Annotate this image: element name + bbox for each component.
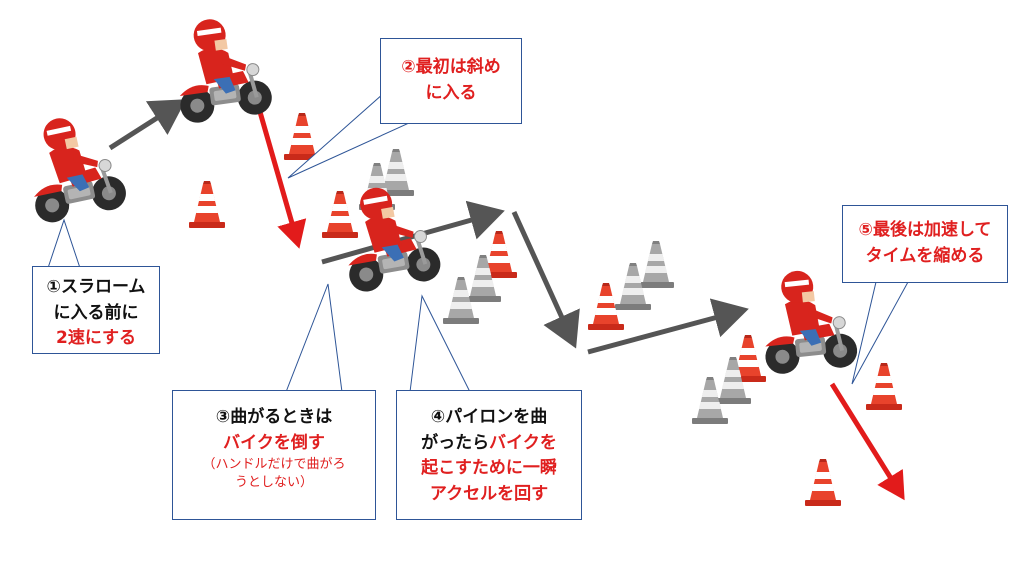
step3-note-line2: うとしない）: [234, 474, 313, 490]
path-arrows-red: [253, 97, 905, 501]
callout-step4: ④パイロンを曲 がったらバイクを 起こすために一瞬 アクセルを回す: [396, 390, 582, 520]
step4-line3: 起こすために一瞬: [421, 458, 557, 478]
step1-line2: に入る前に: [53, 302, 139, 323]
step5-line1: ⑤最後は加速して: [858, 220, 992, 240]
cone-gray: [638, 241, 674, 288]
step4-line2-prefix: がったら: [421, 432, 490, 453]
step3-line2: バイクを倒す: [223, 432, 325, 453]
callout-step2: ②最初は斜め に入る: [380, 38, 522, 124]
callout-step5: ⑤最後は加速して タイムを縮める: [842, 205, 1008, 283]
step4-line2-red: バイクを: [489, 432, 557, 453]
step5-line2: タイムを縮める: [865, 245, 985, 266]
cone-red: [189, 181, 225, 228]
step2-line2: に入る: [425, 82, 477, 103]
step4-line2: がったらバイクを: [397, 431, 581, 457]
cone-red: [866, 363, 902, 410]
step4-line1: ④パイロンを曲: [430, 407, 548, 427]
path-arrows-gray: [108, 99, 749, 355]
callout-step3: ③曲がるときは バイクを倒す （ハンドルだけで曲がろ うとしない）: [172, 390, 376, 520]
step4-line4: アクセルを回す: [429, 483, 549, 504]
step1-line1: ①スラローム: [46, 277, 146, 297]
step3-line1: ③曲がるときは: [215, 407, 333, 427]
cone-red: [805, 459, 841, 506]
step2-line1: ②最初は斜め: [401, 57, 501, 77]
step3-note-line1: （ハンドルだけで曲がろ: [202, 457, 346, 472]
rider-entry: [166, 10, 276, 127]
rider-start: [16, 105, 132, 228]
callout-step1: ①スラローム に入る前に 2速にする: [32, 266, 160, 354]
cone-red: [322, 191, 358, 238]
cone-red: [284, 113, 320, 160]
step1-line3: 2速にする: [56, 328, 136, 348]
